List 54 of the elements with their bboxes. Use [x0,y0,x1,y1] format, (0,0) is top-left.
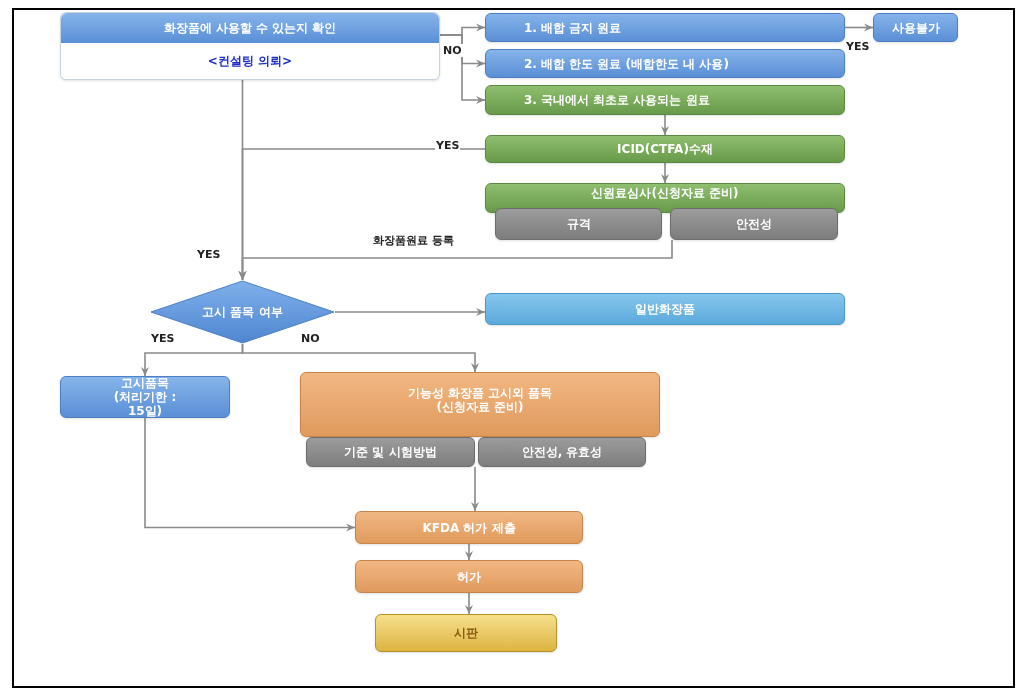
box-text: KFDA 허가 제출 [422,520,516,535]
edge-label: YES [435,139,461,152]
box-text: 고시품목 (처리기한 : 15일) [112,376,178,418]
connector-arrow [465,543,473,561]
process-box [485,135,845,163]
box-text: 기능성 화장품 고시외 품목 (신청자료 준비) [406,385,554,414]
decision-diamond [150,280,335,344]
box-text: 안전성 [736,217,772,231]
end-box [375,614,557,652]
edge-label: YES [845,40,871,53]
sub-item-box [670,208,838,240]
process-box [60,12,440,80]
connector-arrow [238,79,247,281]
box-text: ICID(CTFA)수재 [617,142,713,156]
box-text: 시판 [454,626,478,640]
process-box [485,13,845,42]
edge-label: YES [150,332,176,345]
box-text: 3. 국내에서 최초로 사용되는 원료 [524,93,710,107]
process-box [60,376,230,418]
edge-label: 화장품원료 등록 [372,234,455,247]
sub-item-box [306,437,475,467]
connector-arrow [439,34,486,104]
process-box [300,372,660,437]
edge-label: NO [300,332,321,345]
box-text: 고시 품목 여부 [202,305,283,319]
connector-arrow [334,308,486,316]
edge-label: YES [196,248,222,261]
connector-arrow [241,343,479,373]
connector-arrow [661,114,669,136]
process-box [485,49,845,78]
result-box [873,13,958,42]
box-text: 규격 [566,217,591,231]
connector-arrow [471,466,479,512]
connector-arrow [465,592,473,615]
process-box [355,560,583,593]
box-text: 허가 [457,569,481,584]
connector-arrow [661,162,669,184]
box-text: 2. 배합 한도 원료 (배합한도 내 사용) [524,56,729,71]
box-text: 일반화장품 [635,302,695,316]
box-text: 사용불가 [891,20,940,35]
process-box [355,511,583,544]
box-note: <컨설팅 의뢰> [206,53,294,70]
box-text: 1. 배합 금지 원료 [524,20,622,35]
process-box [485,85,845,115]
box-text: 기준 및 시험방법 [344,445,437,459]
connector-arrow [144,417,356,532]
box-heading: 화장품에 사용할 수 있는지 확인 [61,13,439,43]
result-box [485,293,845,325]
sub-item-box [495,208,662,240]
box-text: 신원료심사(신청자료 준비) [591,186,739,200]
edge-label: NO [442,44,463,57]
connector-arrow [844,23,874,32]
box-text: 안전성, 유효성 [521,445,603,459]
sub-item-box [478,437,646,467]
